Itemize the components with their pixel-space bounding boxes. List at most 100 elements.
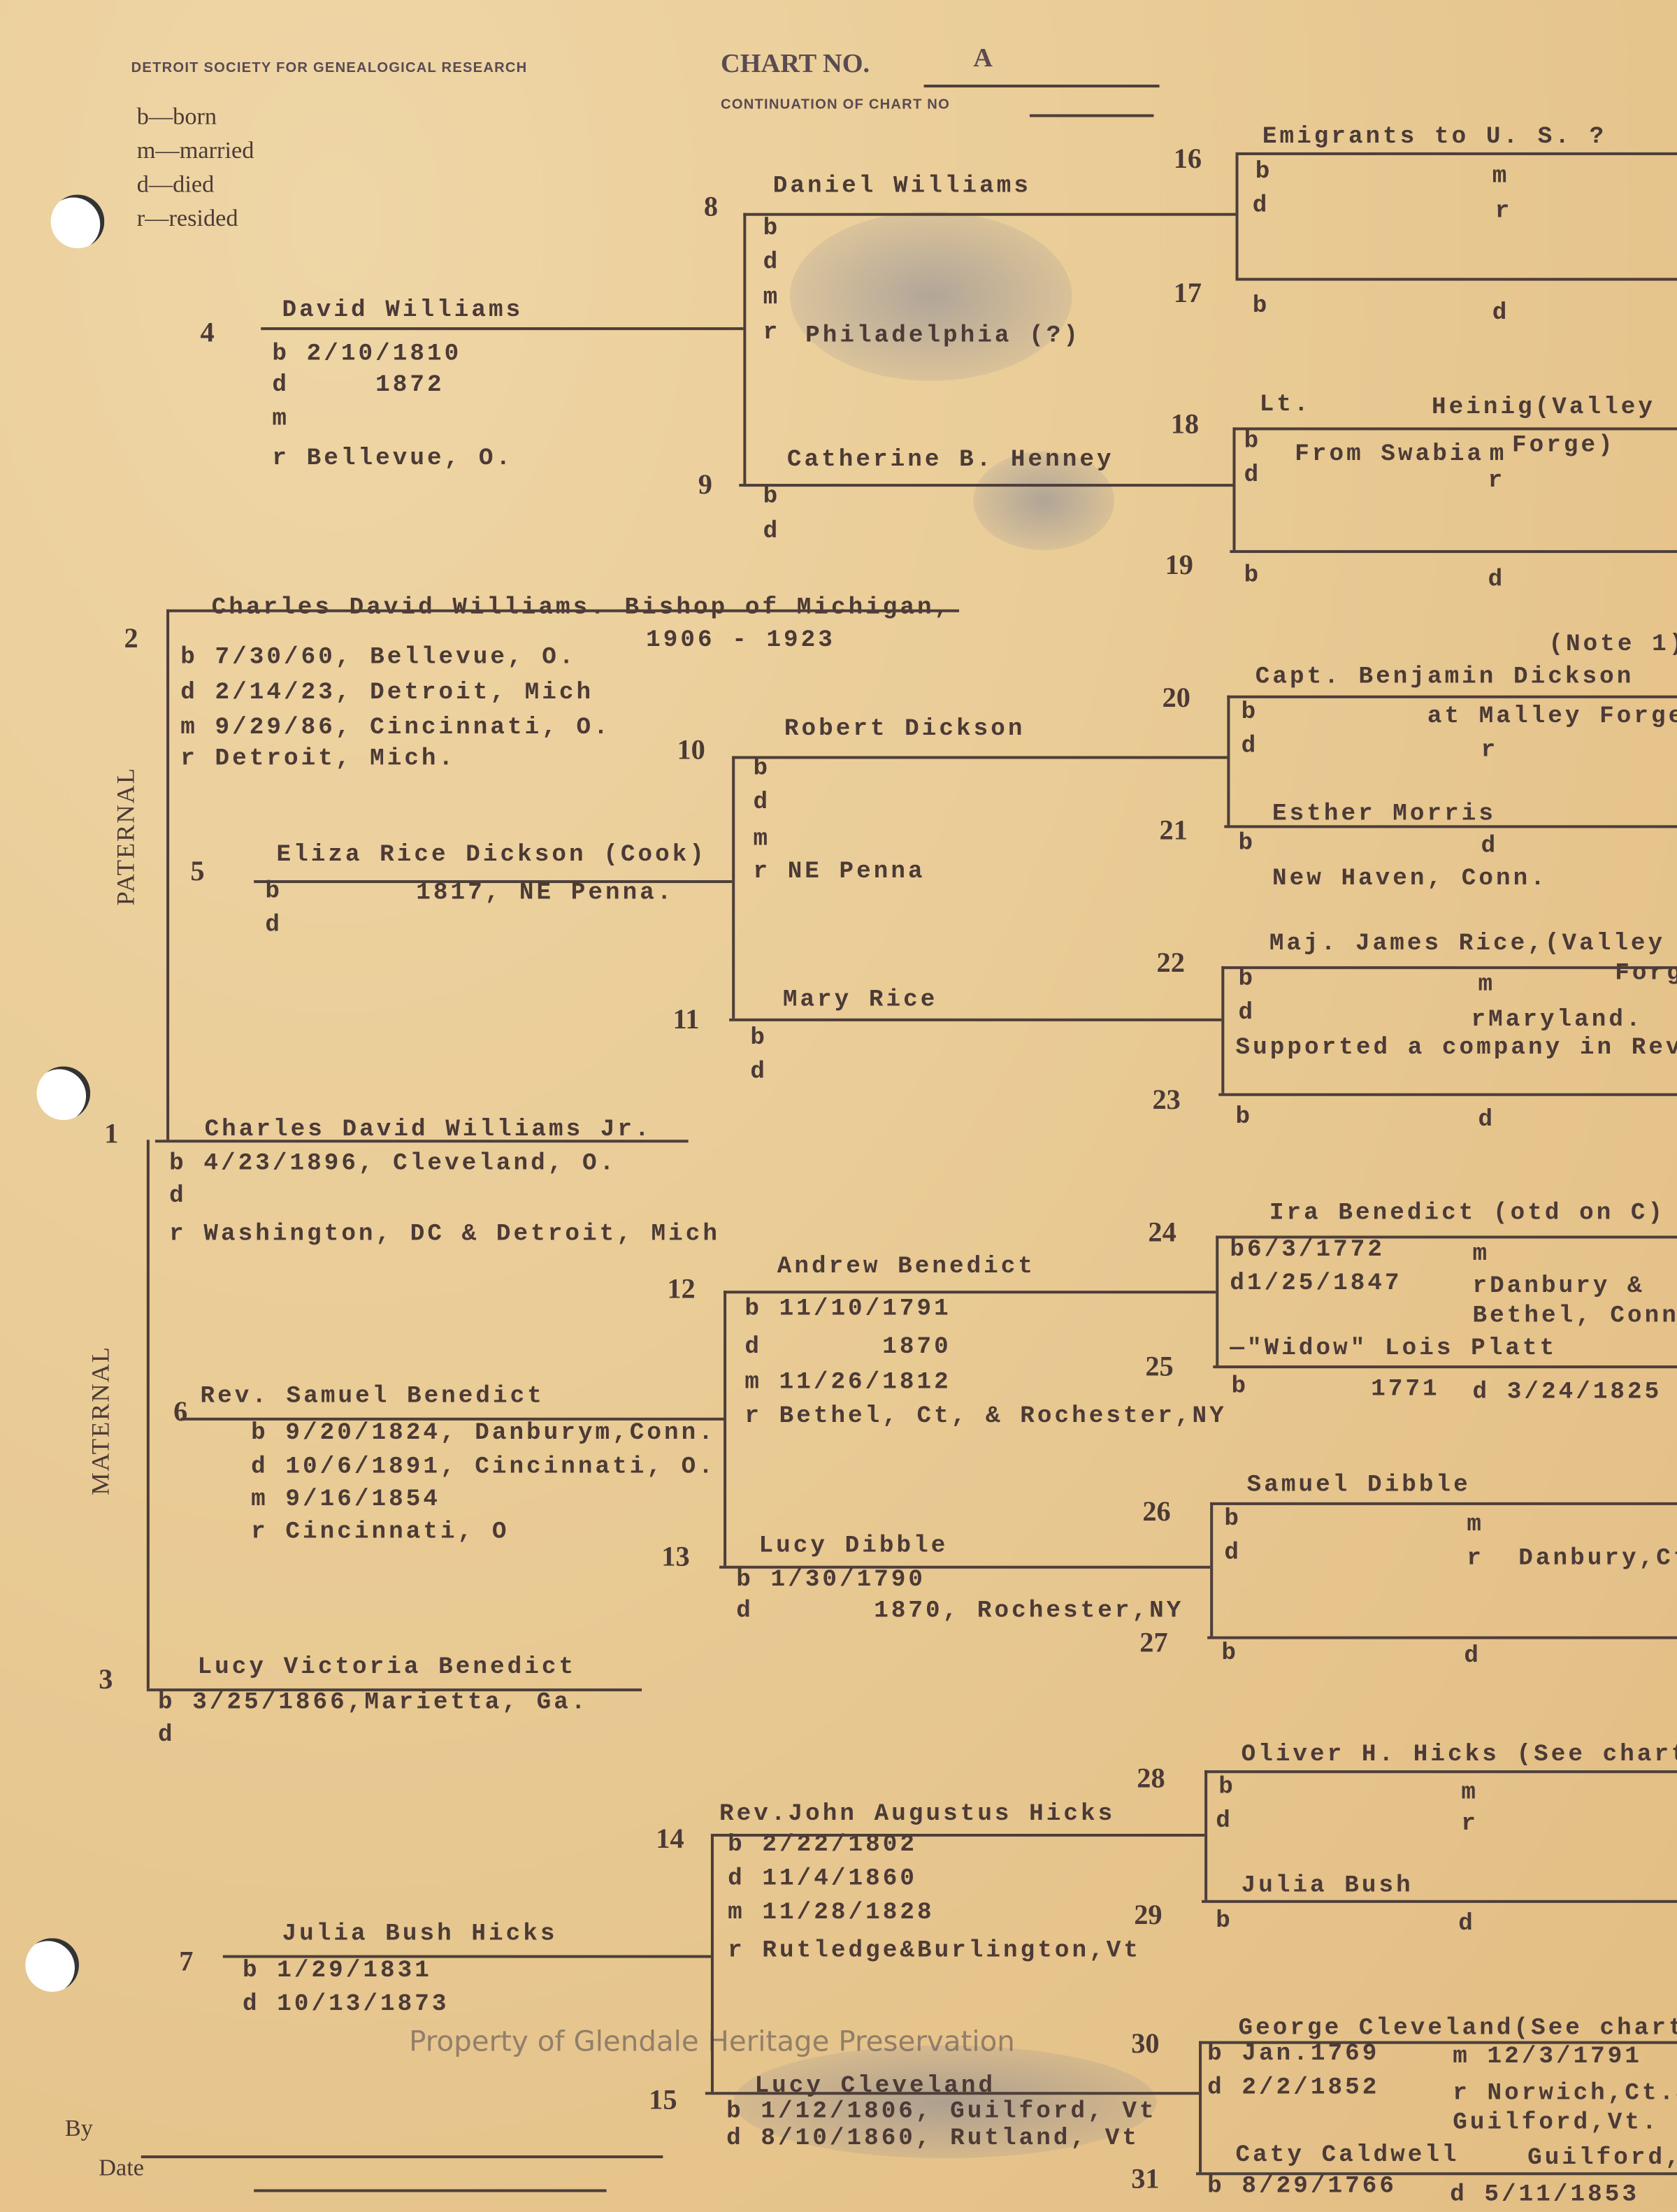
person-30-detail: m 12/3/1791 [1453,2044,1643,2071]
chart-connector-line [1202,1899,1677,1903]
person-31-detail: d 5/11/1853 [1450,2182,1640,2209]
person-11-detail: b [750,1025,768,1053]
maternal-label: MATERNAL [86,1345,115,1495]
person-16-detail: b [1255,159,1273,187]
person-15-number: 15 [649,2085,677,2116]
by-label: By [64,2114,93,2141]
person-30-name: George Cleveland(See chart [1238,2016,1677,2043]
person-8-detail: m [763,285,781,312]
chart-connector-line [1221,966,1225,1093]
ink-stain [733,2045,1157,2159]
person-13-number: 13 [661,1542,690,1573]
person-7-detail: d 10/13/1873 [243,1991,449,2019]
person-18-detail: Forge) [1511,433,1615,460]
chart-connector-line [1232,427,1236,550]
person-18-detail: r [1488,468,1506,496]
person-23-detail: d [1478,1107,1496,1135]
chart-connector-line [710,1834,1205,1837]
chart-connector-line [1029,114,1154,117]
person-31-number: 31 [1131,2164,1160,2195]
person-25-detail: d 3/24/1825 [1472,1379,1662,1407]
person-3-detail: b 3/25/1866,Marietta, Ga. [157,1690,589,1717]
person-31-detail: Guilford, [1527,2145,1677,2173]
legend-born: b—born [136,103,217,130]
person-9-detail: d [763,519,781,546]
person-5-detail: 1817, NE Penna. [416,880,675,907]
person-14-detail: d 11/4/1860 [728,1866,917,1893]
chart-connector-line [729,1018,1222,1021]
chart-connector-line [1235,152,1239,278]
person-13-detail: b 1/30/1790 [736,1567,926,1595]
chart-no-value: A [973,43,993,73]
person-28-name: Oliver H. Hicks (See chart [1241,1741,1677,1769]
person-19-detail: d [1488,567,1506,594]
person-17-detail: b [1252,293,1270,321]
person-22-detail: b [1238,966,1256,993]
person-4-number: 4 [200,317,215,349]
person-27-detail: d [1464,1643,1481,1670]
chart-connector-line [1210,1502,1677,1505]
person-8-detail: b [763,215,781,243]
chart-connector-line [254,2189,607,2192]
chart-connector-line [732,756,735,1019]
person-16-detail: d [1252,193,1270,220]
person-29-name: Julia Bush [1241,1873,1413,1900]
chart-connector-line [710,1834,714,2092]
person-20-number: 20 [1162,682,1190,714]
person-28-detail: r [1461,1811,1478,1839]
person-24-detail: Bethel, Conn [1472,1303,1677,1330]
person-18-name: Lt. [1259,392,1311,419]
person-18-detail: From Swabia [1295,441,1485,468]
person-17-detail: d [1492,300,1510,328]
chart-connector-line [1207,1636,1677,1639]
person-21-detail: b [1238,831,1256,858]
person-8-name: Daniel Williams [772,173,1032,201]
person-13-name: Lucy Dibble [758,1533,949,1560]
person-18-detail: b [1244,429,1262,456]
person-12-name: Andrew Benedict [777,1254,1036,1281]
person-21-detail: d [1481,833,1499,861]
person-16-detail: r [1495,199,1513,226]
person-24-detail: m [1472,1241,1490,1268]
person-11-detail: d [750,1059,768,1086]
person-7-detail: b 1/29/1831 [243,1958,432,1985]
person-27-detail: b [1221,1640,1239,1667]
chart-connector-line [166,609,960,612]
person-10-name: Robert Dickson [784,716,1025,744]
person-30-detail: Guilford,Vt. [1453,2110,1660,2137]
person-2-detail: 1906 - 1923 [646,627,835,655]
person-30-detail: d 2/2/1852 [1207,2075,1380,2102]
person-21-detail: New Haven, Conn. [1272,866,1548,893]
person-22-name: Maj. James Rice,(Valley [1269,931,1666,958]
person-9-name: Catherine B. Henney [786,447,1114,474]
person-10-detail: b [753,756,771,783]
person-14-number: 14 [656,1823,684,1855]
chart-connector-line [180,1417,724,1421]
person-2-detail: r Detroit, Mich. [180,746,456,773]
chart-connector-line [141,2155,663,2159]
person-18-detail: d [1244,462,1262,490]
chart-connector-line [724,1291,1216,1294]
person-12-detail: d 1870 [744,1334,951,1362]
person-6-number: 6 [173,1396,188,1428]
person-5-detail: b [265,879,282,906]
person-2-detail: b 7/30/60, Bellevue, O. [180,645,577,672]
person-12-detail: m 11/26/1812 [744,1370,951,1397]
person-25-name: —"Widow" Lois Platt [1230,1335,1557,1363]
person-6-detail: r Cincinnati, O [251,1519,510,1546]
watermark-text: Property of Glendale Heritage Preservati… [409,2024,1015,2058]
person-5-number: 5 [190,856,205,888]
person-22-number: 22 [1156,947,1185,979]
chart-connector-line [705,2092,1200,2095]
person-5-name: Eliza Rice Dickson (Cook) [276,842,707,869]
person-24-number: 24 [1148,1217,1176,1249]
person-22-detail: m [1478,972,1496,999]
person-4-detail: r Bellevue, O. [272,445,514,473]
person-31-detail: b 8/29/1766 [1207,2174,1397,2201]
person-10-detail: m [753,826,771,854]
person-4-detail: d 1872 [272,372,445,400]
person-26-name: Samuel Dibble [1246,1472,1471,1500]
chart-connector-line [166,609,170,1140]
person-15-detail: d 8/10/1860, Rutland, Vt [726,2125,1139,2153]
chart-connector-line [923,85,1160,88]
